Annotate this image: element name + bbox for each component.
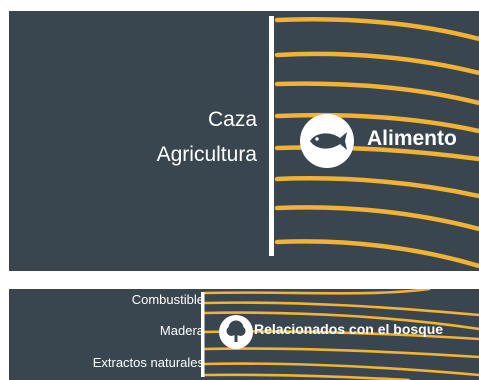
flow-line bbox=[202, 362, 479, 377]
divider-bar bbox=[201, 292, 205, 377]
flow-line bbox=[274, 17, 479, 42]
flow-lines bbox=[201, 289, 479, 380]
item-label: Caza bbox=[207, 108, 257, 131]
item-label: Combustible bbox=[131, 292, 204, 307]
flow-line bbox=[274, 112, 479, 134]
flow-line bbox=[274, 51, 479, 76]
divider-bar bbox=[269, 16, 274, 256]
food-panel: Caza Agricultura Alimento bbox=[9, 11, 479, 271]
category-title: Alimento bbox=[367, 127, 457, 150]
flow-line bbox=[274, 205, 479, 232]
tree-icon bbox=[219, 315, 253, 349]
flow-line bbox=[274, 176, 479, 199]
fish-icon bbox=[300, 114, 354, 168]
flow-line bbox=[202, 347, 479, 359]
flow-line bbox=[202, 311, 479, 331]
flow-line bbox=[274, 81, 479, 106]
item-label: Agricultura bbox=[156, 143, 257, 166]
flow-line bbox=[202, 289, 431, 295]
forest-panel: Combustible Madera Extractos naturales R… bbox=[9, 289, 479, 380]
category-title: Relacionados con el bosque bbox=[254, 321, 444, 337]
item-label: Madera bbox=[159, 323, 204, 338]
flow-line bbox=[202, 301, 479, 317]
item-label: Extractos naturales bbox=[92, 355, 204, 370]
flow-line bbox=[274, 239, 479, 269]
flow-line bbox=[202, 373, 411, 380]
